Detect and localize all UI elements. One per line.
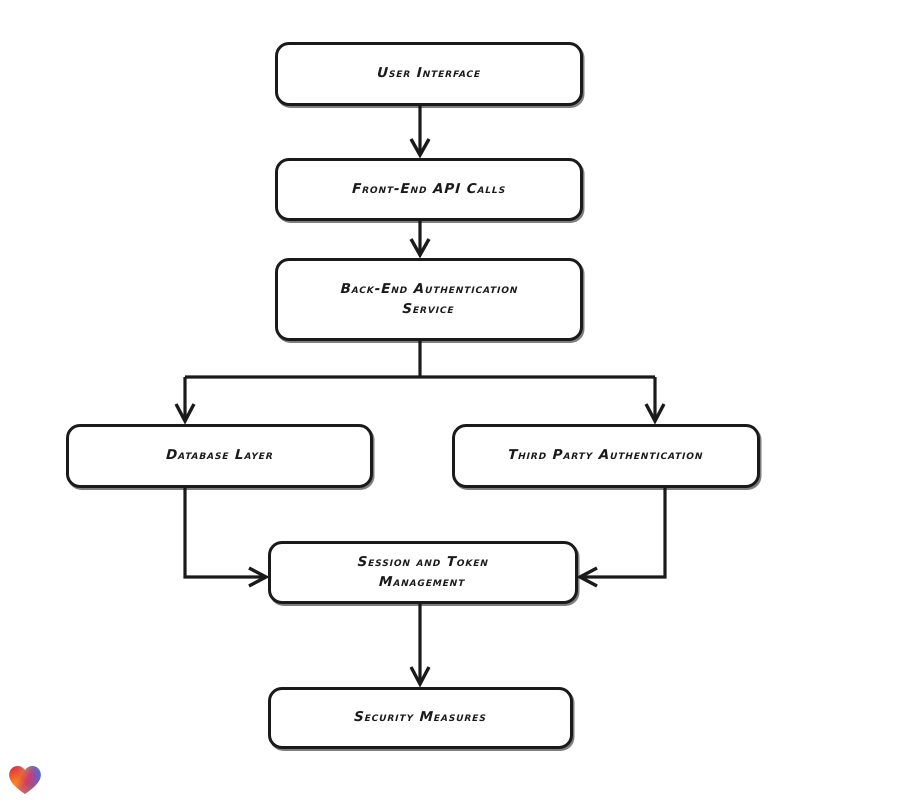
node-session-token-mgmt[interactable]: Session and Token Management bbox=[268, 541, 578, 604]
arrowhead-database-to-session bbox=[248, 566, 270, 588]
arrowhead-api-to-backend bbox=[409, 238, 431, 259]
node-label-session-token-mgmt: Session and Token Management bbox=[357, 553, 490, 590]
arrowhead-thirdparty-to-session bbox=[576, 566, 598, 588]
arrowhead-ui-to-api bbox=[409, 138, 431, 159]
node-label-database-layer: Database Layer bbox=[165, 447, 274, 464]
node-database-layer[interactable]: Database Layer bbox=[66, 424, 373, 488]
edge-thirdparty-to-session bbox=[582, 488, 667, 579]
edge-database-to-session bbox=[183, 488, 264, 579]
heart-icon bbox=[9, 766, 41, 794]
node-back-end-auth-service[interactable]: Back-End Authentication Service bbox=[275, 258, 583, 341]
node-label-third-party-auth: Third Party Authentication bbox=[507, 447, 705, 464]
node-user-interface[interactable]: User Interface bbox=[275, 42, 583, 106]
node-security-measures[interactable]: Security Measures bbox=[268, 687, 573, 749]
arrowhead-backend-to-thirdparty bbox=[644, 403, 666, 425]
node-label-back-end-auth-service: Back-End Authentication Service bbox=[340, 280, 519, 317]
node-label-security-measures: Security Measures bbox=[353, 709, 488, 726]
node-label-user-interface: User Interface bbox=[376, 65, 482, 82]
arrowhead-backend-to-database bbox=[174, 403, 196, 425]
node-front-end-api-calls[interactable]: Front-End API Calls bbox=[275, 158, 583, 221]
node-label-front-end-api-calls: Front-End API Calls bbox=[351, 180, 507, 197]
arrowhead-session-to-security bbox=[409, 666, 431, 688]
node-third-party-auth[interactable]: Third Party Authentication bbox=[452, 424, 760, 488]
